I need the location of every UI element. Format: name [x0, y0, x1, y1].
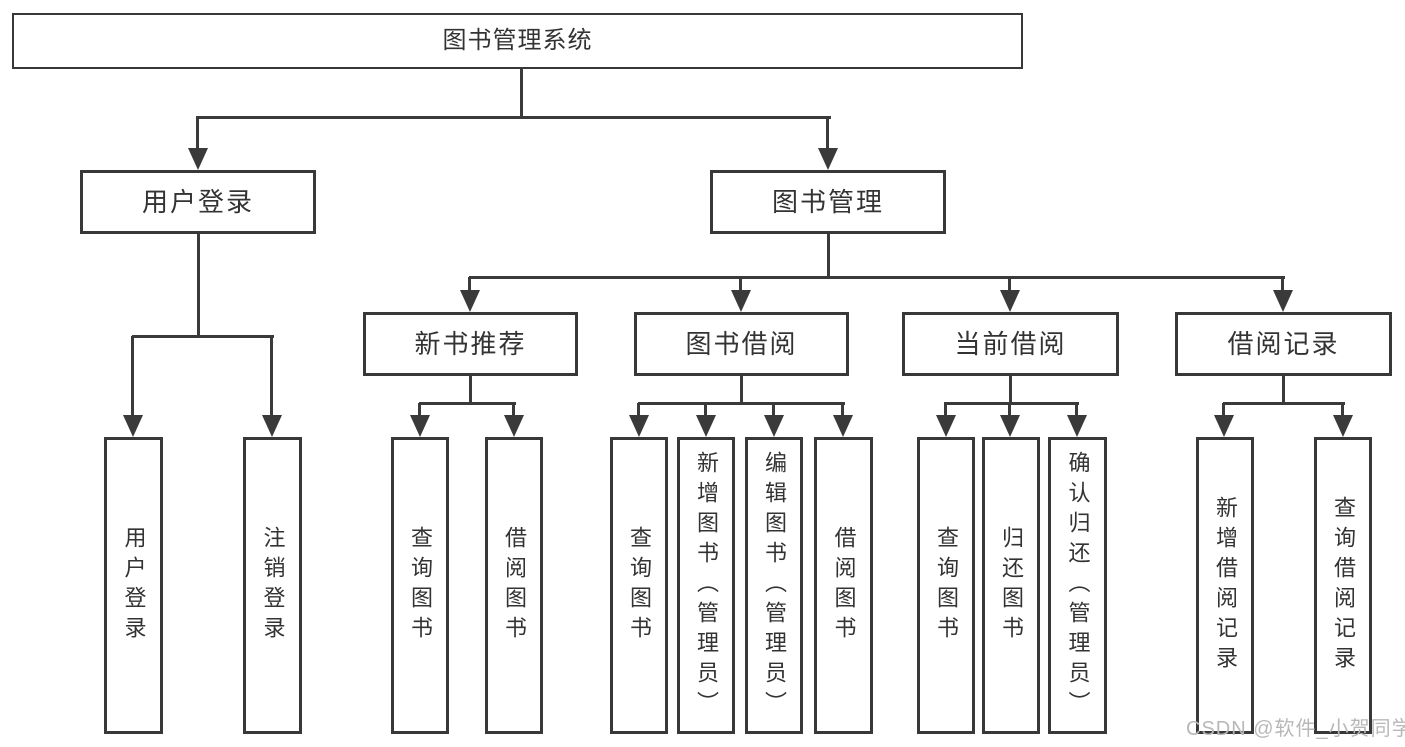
connector-arrow	[764, 403, 784, 437]
node-label: 借阅记录	[1227, 329, 1340, 359]
node-label: 新增图书（管理员）	[694, 450, 719, 721]
node-label: 新书推荐	[414, 329, 527, 359]
leaf-return-book: 归还图书	[982, 437, 1040, 734]
connector-arrow	[1273, 277, 1293, 312]
node-label: 编辑图书（管理员）	[762, 450, 787, 721]
connector-line	[196, 116, 831, 119]
connector-line	[197, 234, 200, 336]
node-current-borrow: 当前借阅	[902, 312, 1119, 376]
node-book-management: 图书管理	[710, 170, 946, 234]
connector-arrow	[696, 403, 716, 437]
connector-arrow	[1214, 403, 1234, 437]
connector-arrow	[1067, 403, 1087, 437]
leaf-query-books-recommend: 查询图书	[391, 437, 449, 734]
node-label: 图书借阅	[685, 329, 798, 359]
node-label: 用户登录	[141, 187, 254, 217]
connector-arrow	[262, 336, 282, 437]
connector-arrow	[410, 403, 430, 437]
node-label: 借阅图书	[831, 525, 857, 646]
connector-line	[1009, 376, 1012, 404]
leaf-confirm-return-admin: 确认归还（管理员）	[1048, 437, 1107, 734]
connector-arrow	[1000, 403, 1020, 437]
node-label: 图书管理系统	[442, 27, 593, 54]
connector-line	[419, 402, 516, 405]
node-label: 归还图书	[999, 525, 1024, 646]
leaf-user-login: 用户登录	[104, 437, 163, 734]
connector-arrow	[123, 336, 143, 437]
node-user-login: 用户登录	[80, 170, 316, 234]
leaf-logout: 注销登录	[243, 437, 302, 734]
node-label: 查询图书	[627, 525, 652, 646]
leaf-query-books-current: 查询图书	[917, 437, 975, 734]
connector-arrow	[1333, 403, 1353, 437]
connector-line	[944, 402, 1079, 405]
node-label: 查询图书	[934, 525, 959, 646]
connector-arrow	[833, 403, 853, 437]
leaf-add-borrow-record: 新增借阅记录	[1196, 437, 1254, 734]
node-borrow-records: 借阅记录	[1175, 312, 1392, 376]
watermark: CSDN @软件_小贺同学	[1186, 718, 1405, 740]
connector-arrow	[1000, 277, 1020, 312]
leaf-borrow-books: 借阅图书	[814, 437, 873, 734]
node-label: 图书管理	[771, 187, 884, 217]
node-label: 注销登录	[260, 525, 286, 646]
connector-line	[1282, 376, 1285, 404]
leaf-query-books-borrow: 查询图书	[610, 437, 668, 734]
connector-arrow	[188, 117, 208, 170]
connector-arrow	[629, 403, 649, 437]
connector-arrow	[936, 403, 956, 437]
leaf-add-book-admin: 新增图书（管理员）	[677, 437, 735, 734]
node-label: 查询图书	[408, 525, 433, 646]
connector-line	[827, 234, 830, 278]
node-label: 查询借阅记录	[1331, 495, 1356, 676]
connector-line	[132, 335, 274, 338]
connector-arrow	[460, 277, 480, 312]
node-label: 确认归还（管理员）	[1065, 450, 1091, 721]
node-library-system: 图书管理系统	[12, 13, 1023, 69]
connector-line	[740, 376, 743, 404]
node-book-borrow: 图书借阅	[634, 312, 849, 376]
node-new-book-recommend: 新书推荐	[363, 312, 578, 376]
connector-arrow	[504, 403, 524, 437]
leaf-borrow-books-recommend: 借阅图书	[485, 437, 543, 734]
node-label: 当前借阅	[954, 329, 1067, 359]
leaf-query-borrow-record: 查询借阅记录	[1314, 437, 1372, 734]
leaf-edit-book-admin: 编辑图书（管理员）	[745, 437, 803, 734]
connector-arrow	[818, 117, 838, 170]
connector-line	[1223, 402, 1345, 405]
connector-line	[520, 69, 523, 117]
connector-line	[469, 276, 1285, 279]
node-label: 新增借阅记录	[1213, 495, 1238, 676]
node-label: 借阅图书	[502, 525, 527, 646]
node-label: 用户登录	[121, 525, 147, 646]
connector-line	[469, 376, 472, 404]
connector-arrow	[731, 277, 751, 312]
connector-line	[638, 402, 845, 405]
